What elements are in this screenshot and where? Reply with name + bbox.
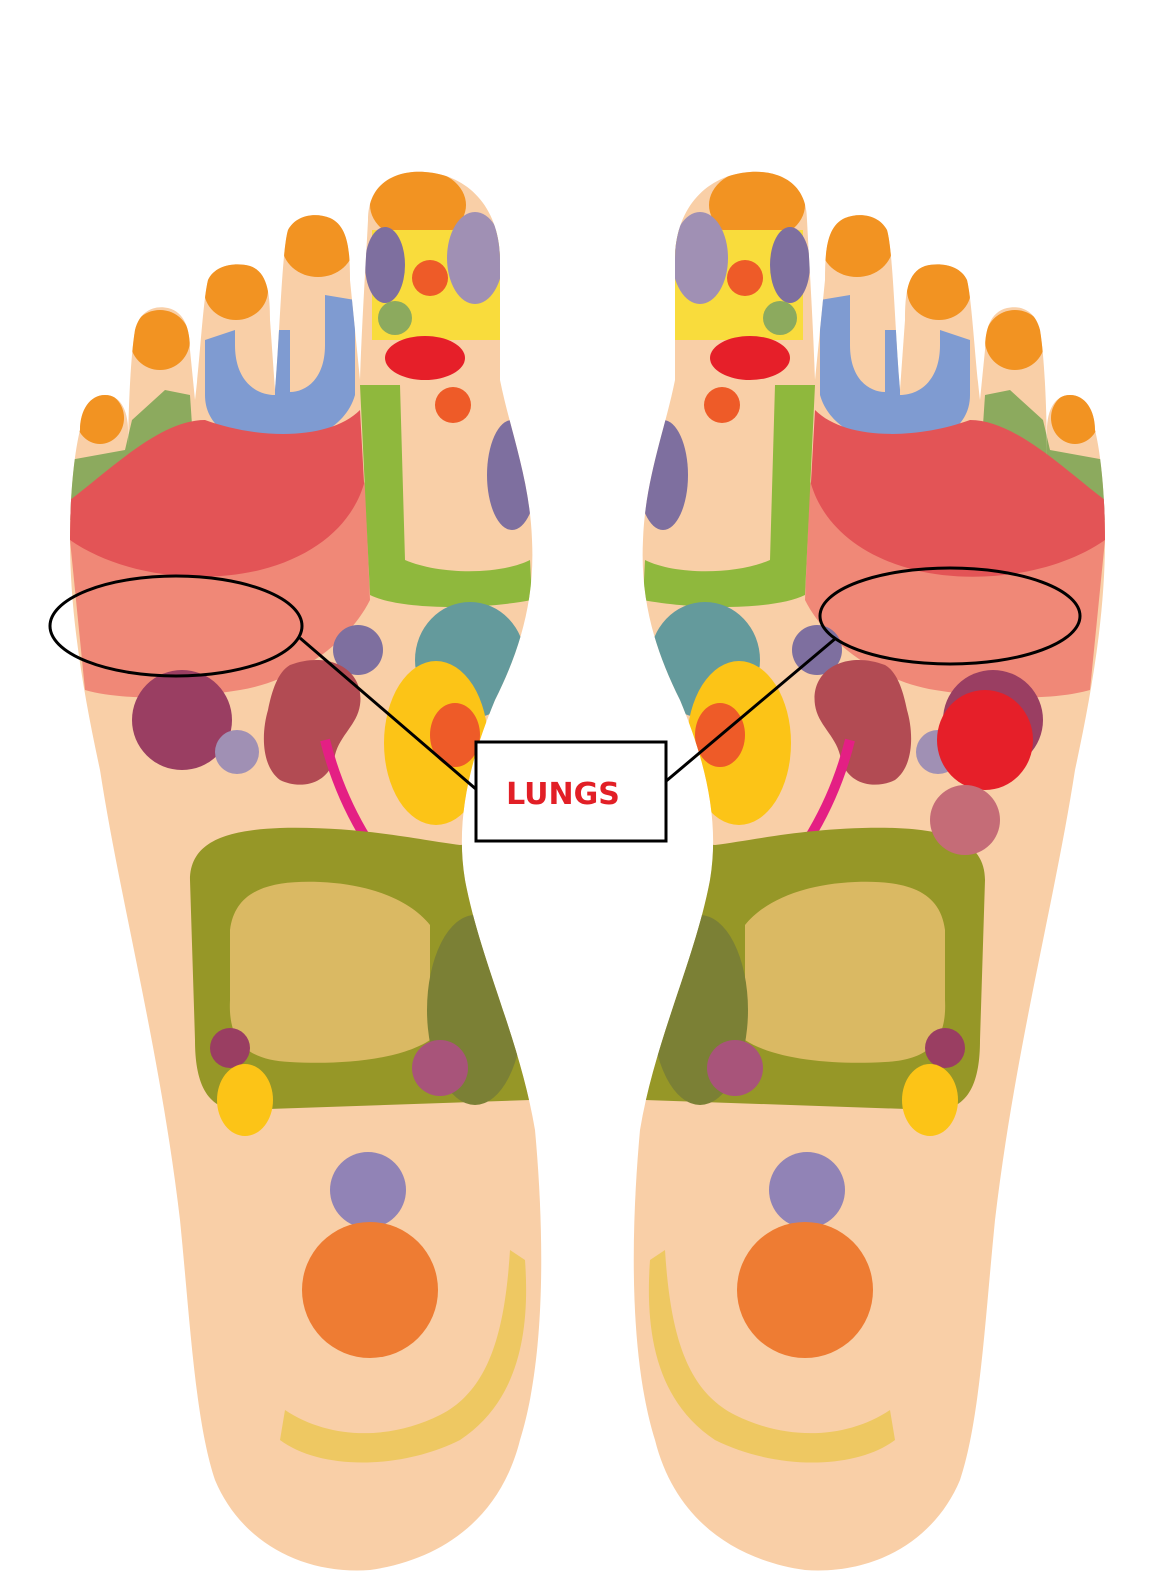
big-toe-orange-dot xyxy=(412,260,448,296)
red-chest-zone xyxy=(70,410,365,580)
big-toe-purple-zone-b xyxy=(672,212,728,304)
lime-green-column xyxy=(360,385,532,607)
left-foot-zones xyxy=(70,171,537,1463)
heel-purple-zone xyxy=(769,1152,845,1228)
big-toe-orange-dot xyxy=(727,260,763,296)
small-purple-zone xyxy=(792,625,842,675)
mauve-dot xyxy=(412,1040,468,1096)
right-red-zone xyxy=(937,690,1033,790)
khaki-intestine-center xyxy=(229,881,430,1063)
heel-band-zone xyxy=(648,1250,895,1463)
orange-dot-below-big-toe xyxy=(704,387,740,423)
right-leader-line xyxy=(664,636,837,784)
left-lung-marker xyxy=(48,574,304,678)
red-chest-zone xyxy=(810,410,1105,580)
right-rose-zone xyxy=(930,785,1000,855)
heel-band-zone xyxy=(280,1250,527,1463)
big-toe-red-patch xyxy=(710,336,790,380)
big-toe-green-dot xyxy=(378,301,412,335)
right-foot xyxy=(633,171,1105,1571)
right-foot-zones xyxy=(638,171,1105,1463)
purple-side-oval xyxy=(638,420,688,530)
heel-purple-zone xyxy=(330,1152,406,1228)
kidney-zone xyxy=(263,659,361,785)
lime-green-column xyxy=(643,385,815,607)
left-leader-line xyxy=(299,636,478,792)
small-purple-zone xyxy=(333,625,383,675)
adrenal-orange-zone xyxy=(430,703,480,767)
right-lung-marker xyxy=(818,566,1082,666)
toe-2-tip-zone xyxy=(282,213,354,277)
khaki-intestine-center xyxy=(745,881,946,1063)
heel-orange-zone xyxy=(737,1222,873,1358)
big-toe-purple-zone-a xyxy=(365,227,405,303)
salmon-lung-zone xyxy=(805,480,1105,698)
lungs-label-box xyxy=(474,740,668,843)
lungs-label: LUNGS xyxy=(506,777,620,812)
big-toe-purple-zone-b xyxy=(447,212,503,304)
small-maroon-dot xyxy=(210,1028,250,1068)
small-yellow-zone xyxy=(902,1064,958,1136)
toe-5-tip-zone xyxy=(1051,392,1099,444)
maroon-zone xyxy=(132,670,232,770)
big-toe-tip-zone xyxy=(709,171,805,241)
big-toe-purple-zone-a xyxy=(770,227,810,303)
small-yellow-zone xyxy=(217,1064,273,1136)
toe-5-tip-zone xyxy=(76,392,124,444)
toe-4-tip-zone xyxy=(985,310,1045,370)
big-toe-red-patch xyxy=(385,336,465,380)
purple-side-oval xyxy=(487,420,537,530)
toe-3-tip-zone xyxy=(907,260,971,320)
kidney-zone xyxy=(814,659,912,785)
orange-dot-below-big-toe xyxy=(435,387,471,423)
left-foot xyxy=(70,171,542,1571)
big-toe-green-dot xyxy=(763,301,797,335)
blue-sinus-band xyxy=(820,295,970,445)
big-toe-tip-zone xyxy=(370,171,466,241)
lavender-dot xyxy=(215,730,259,774)
small-maroon-dot xyxy=(925,1028,965,1068)
toe-2-tip-zone xyxy=(821,213,893,277)
blue-sinus-band xyxy=(205,295,355,445)
heel-orange-zone xyxy=(302,1222,438,1358)
mauve-dot xyxy=(707,1040,763,1096)
toe-3-tip-zone xyxy=(204,260,268,320)
toe-4-tip-zone xyxy=(130,310,190,370)
